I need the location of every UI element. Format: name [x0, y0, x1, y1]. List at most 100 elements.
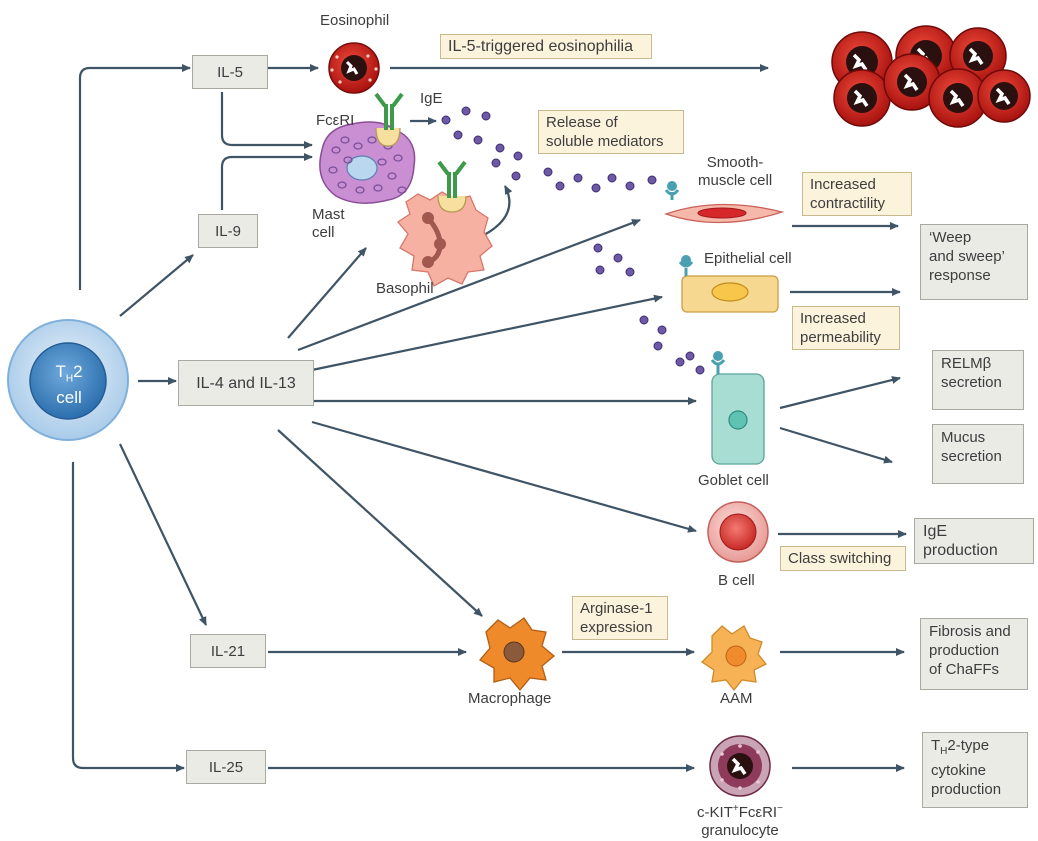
- th2-cell: [7, 319, 129, 441]
- il21-label: IL-21: [210, 642, 246, 660]
- soluble-mediators: [441, 106, 705, 375]
- granulocyte-label: c-KIT+FcεRI− granulocyte: [688, 800, 792, 840]
- granulocyte-cell: [709, 735, 771, 797]
- th2-line2: cell: [56, 388, 82, 408]
- arrows: [71, 64, 907, 772]
- arrow-il4-to-smooth: [297, 218, 641, 352]
- contractility-note-1: Increased: [810, 176, 876, 193]
- arrow-basophil-release: [483, 185, 513, 236]
- granulocyte-label-ckit: c-KIT: [697, 804, 733, 821]
- contractility-note: Increased contractility: [802, 172, 912, 216]
- b-cell: [707, 501, 769, 563]
- weep-2: and sweep’: [929, 248, 1005, 265]
- fibrosis-3: of ChaFFs: [929, 661, 1000, 678]
- eosinophilia-note: IL-5-triggered eosinophilia: [440, 34, 652, 59]
- relm-1: RELMβ: [941, 355, 992, 372]
- th2type-3: production: [931, 781, 1002, 798]
- arrow-il4-to-macrophage: [277, 429, 483, 617]
- weep-3: response: [929, 267, 991, 284]
- release-note-2: soluble mediators: [546, 133, 664, 150]
- permeability-note: Increased permeability: [792, 306, 900, 350]
- permeability-note-2: permeability: [800, 329, 881, 346]
- arrow-goblet-to-relm: [779, 376, 901, 410]
- fibrosis-1: Fibrosis and: [929, 623, 1011, 640]
- contractility-note-2: contractility: [810, 195, 886, 212]
- arginase-note-1: Arginase-1: [580, 600, 653, 617]
- mast-cell-label: Mast cell: [312, 206, 345, 242]
- weep-1: ‘Weep: [929, 229, 972, 246]
- smooth-label-2: muscle cell: [698, 172, 773, 189]
- arrow-th2-to-il5: [78, 64, 191, 290]
- il21-box: IL-21: [190, 634, 266, 668]
- th2-sub: H: [65, 373, 74, 385]
- th2type-rest: 2-type: [947, 737, 990, 754]
- aam-label: AAM: [720, 690, 753, 707]
- basophil-label: Basophil: [376, 280, 434, 297]
- fibrosis-2: production: [929, 642, 1000, 659]
- eosinophil-cell: [328, 42, 380, 94]
- smooth-muscle-label: Smooth- muscle cell: [698, 154, 772, 190]
- il9-box: IL-9: [198, 214, 258, 248]
- granulocyte-sup2: −: [777, 803, 783, 814]
- mast-cell: [319, 92, 416, 204]
- epithelial-cell: [678, 255, 779, 313]
- arrow-il4-to-basophil: [287, 247, 367, 339]
- fibrosis-outcome: Fibrosis and production of ChaFFs: [920, 618, 1028, 690]
- arginase-note-2: expression: [580, 619, 653, 636]
- release-note-1: Release of: [546, 114, 618, 131]
- arrow-th2-to-il25: [71, 462, 185, 772]
- il4-il13-box: IL-4 and IL-13: [178, 360, 314, 406]
- th2-rest: 2: [73, 362, 83, 381]
- basophil-cell: [397, 160, 493, 287]
- eosinophil-cluster: [831, 25, 1031, 128]
- arginase-note: Arginase-1 expression: [572, 596, 668, 640]
- arrow-il5-to-mast: [220, 92, 313, 149]
- arrow-th2-to-il9: [119, 254, 194, 317]
- arrow-il4-to-epithelial: [311, 294, 663, 372]
- mucus-outcome: Mucus secretion: [932, 424, 1024, 484]
- arrow-il9-to-mast: [220, 153, 313, 210]
- goblet-cell: [710, 351, 765, 465]
- relm-2: secretion: [941, 374, 1002, 391]
- eosinophil-label: Eosinophil: [320, 12, 390, 29]
- mucus-2: secretion: [941, 448, 1002, 465]
- granulocyte-sup1: +: [732, 803, 739, 814]
- macrophage-cell: [479, 617, 556, 692]
- th2-t: T: [55, 362, 66, 381]
- release-mediators-note: Release of soluble mediators: [538, 110, 684, 154]
- th2-type-outcome: TH2-type cytokine production: [922, 732, 1028, 808]
- il25-box: IL-25: [186, 750, 266, 784]
- aam-cell: [700, 625, 768, 692]
- th2type-sub: H: [940, 746, 948, 757]
- ige-label: IgE: [420, 90, 443, 107]
- granulocyte-label-2: granulocyte: [701, 822, 779, 839]
- epithelial-label: Epithelial cell: [704, 250, 792, 267]
- th2type-2: cytokine: [931, 762, 987, 779]
- permeability-note-1: Increased: [800, 310, 866, 327]
- il9-label: IL-9: [215, 222, 241, 240]
- relm-outcome: RELMβ secretion: [932, 350, 1024, 410]
- weep-sweep-outcome: ‘Weep and sweep’ response: [920, 224, 1028, 300]
- class-switching-note: Class switching: [780, 546, 906, 571]
- granulocyte-label-fceri: FcεRI: [738, 804, 778, 821]
- il25-label: IL-25: [208, 758, 244, 776]
- il5-box: IL-5: [192, 55, 268, 89]
- mast-label-1: Mast: [312, 206, 345, 223]
- arrow-goblet-to-mucus: [779, 426, 893, 464]
- goblet-label: Goblet cell: [698, 472, 769, 489]
- bcell-label: B cell: [718, 572, 755, 589]
- arrow-th2-to-il21: [119, 443, 207, 626]
- th2-cell-label: TH2 cell: [44, 362, 94, 407]
- il5-label: IL-5: [217, 63, 243, 81]
- th2type-t: T: [931, 737, 941, 754]
- smooth-muscle-cell: [663, 181, 785, 224]
- mucus-1: Mucus: [941, 429, 986, 446]
- arrow-il4-to-bcell: [311, 420, 697, 533]
- smooth-label-1: Smooth-: [706, 154, 764, 171]
- fceri-label: FcεRI: [316, 112, 355, 129]
- mast-label-2: cell: [312, 224, 335, 241]
- il4-il13-label: IL-4 and IL-13: [196, 374, 296, 392]
- macrophage-label: Macrophage: [468, 690, 552, 707]
- ige-production-outcome: IgE production: [914, 518, 1034, 564]
